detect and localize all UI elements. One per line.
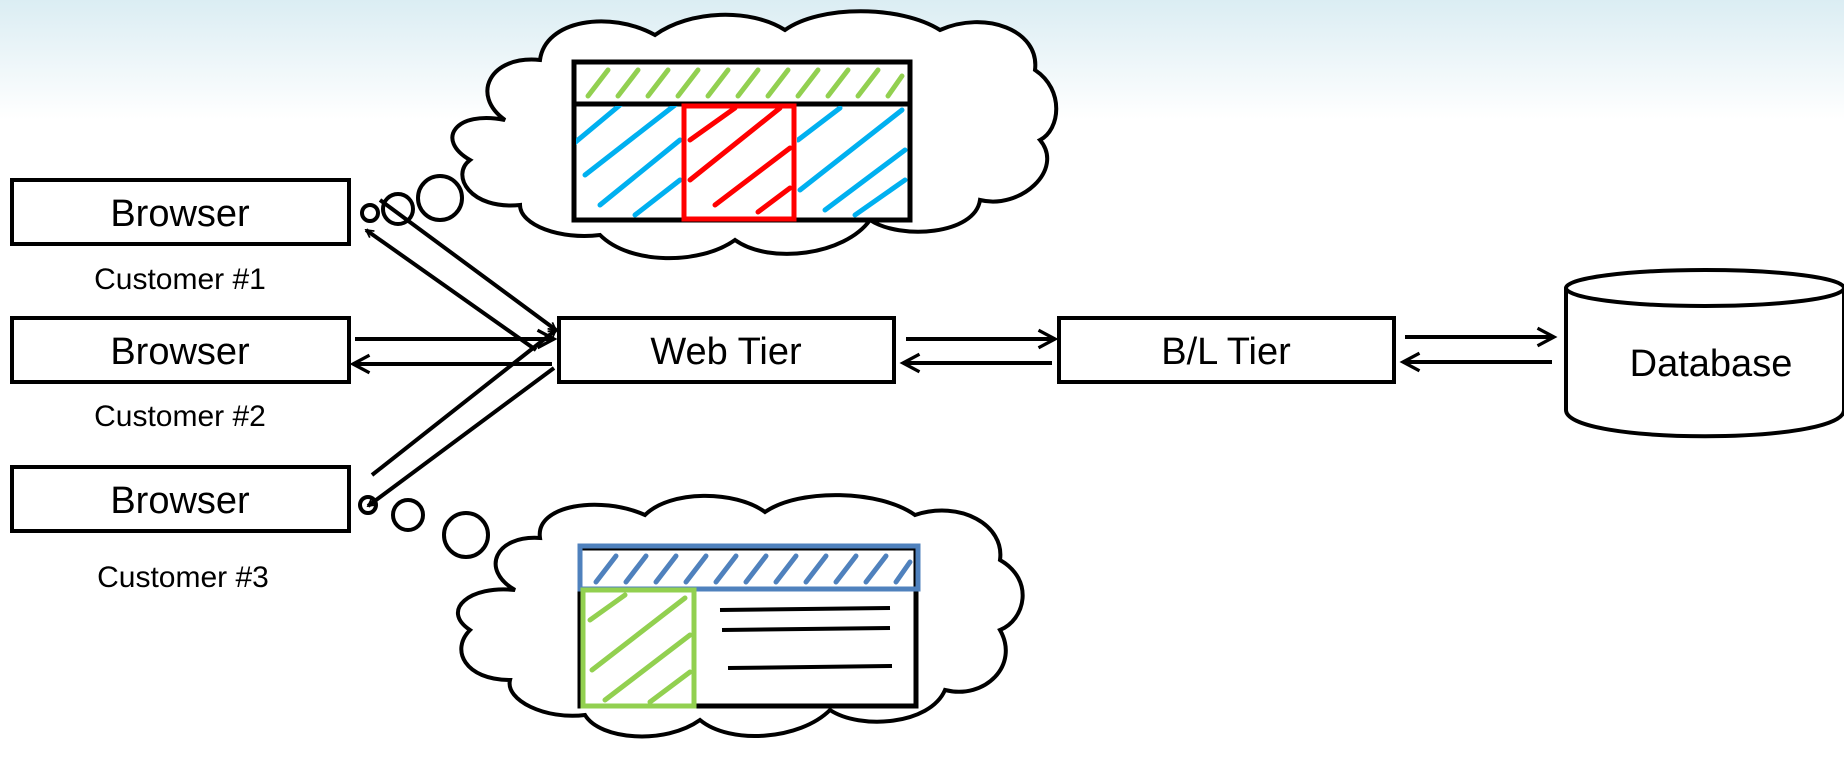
content-line (727, 664, 893, 670)
content-line (719, 606, 891, 612)
center-panel-highlight (681, 103, 797, 222)
web-tier-label: Web Tier (650, 331, 802, 373)
database-label: Database (1630, 343, 1793, 385)
customer-2-caption: Customer #2 (94, 400, 266, 433)
thought-cloud-customer-3 (358, 493, 1025, 739)
arrow-browser1-to-web (378, 198, 556, 332)
arrow-browser3-to-web (370, 328, 556, 477)
customer-3-caption: Customer #3 (97, 561, 269, 594)
web-tier-node: Web Tier (557, 316, 896, 384)
browser-1-label: Browser (110, 193, 250, 235)
database-node: Database (1564, 268, 1844, 439)
page-sketch-layout-3 (577, 543, 921, 709)
left-panel-hatch-cyan (576, 106, 683, 218)
page-sketch-layout-1 (571, 59, 913, 223)
browser-node-2: Browser Customer #2 (10, 316, 351, 433)
sidebar-hatch-green (587, 592, 693, 704)
bl-tier-label: B/L Tier (1161, 331, 1291, 373)
center-panel-hatch-red (687, 106, 793, 215)
thought-cloud-customer-1 (360, 9, 1059, 261)
sidebar-highlight (580, 587, 697, 709)
content-line (721, 626, 891, 632)
customer-1-caption: Customer #1 (94, 263, 266, 296)
header-highlight (577, 543, 921, 592)
header-hatch-green (585, 67, 905, 99)
arrow-web-to-browser1 (366, 228, 538, 352)
browser-3-label: Browser (110, 480, 250, 522)
arrow-web-to-browser3 (368, 366, 556, 508)
right-panel-hatch-cyan (797, 106, 908, 218)
header-hatch-blue (593, 553, 913, 585)
bl-tier-node: B/L Tier (1057, 316, 1396, 384)
browser-node-3: Browser Customer #3 (10, 465, 351, 594)
connectors (353, 198, 1554, 508)
browser-2-label: Browser (110, 331, 250, 373)
browser-node-1: Browser Customer #1 (10, 178, 351, 296)
